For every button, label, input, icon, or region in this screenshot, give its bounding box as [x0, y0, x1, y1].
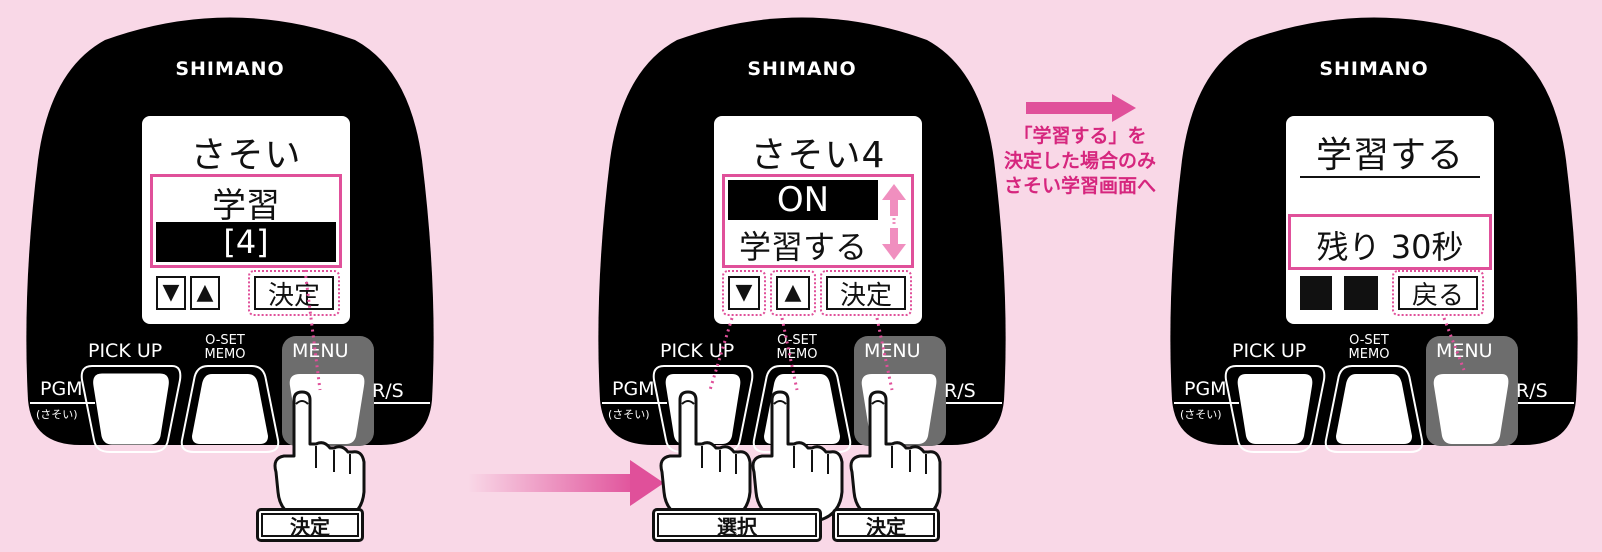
label-rs: R/S	[372, 380, 404, 402]
label-pgm: PGM	[40, 378, 83, 400]
menu-button	[1433, 374, 1509, 444]
label-rs: R/S	[944, 380, 976, 402]
lcd-screen: 学習する 残り 30秒 戻る	[1286, 116, 1494, 324]
softkey-up: ▲	[776, 276, 810, 310]
softkey-decide: 決定	[826, 276, 906, 311]
scroll-arrow-icon	[882, 184, 906, 260]
label-menu: MENU	[864, 340, 921, 362]
softkey-back: 戻る	[1398, 276, 1478, 311]
lcd-screen: さそい4 ON 学習する ▼ ▲ 決定	[714, 116, 922, 324]
label-pick-up: PICK UP	[660, 340, 735, 362]
note-line-3: さそい学習画面へ	[1003, 175, 1156, 197]
note-arrow-icon	[1026, 94, 1136, 122]
down-triangle-icon: ▼	[162, 280, 180, 305]
o-set-memo-button	[192, 374, 268, 444]
step-arrow-icon	[468, 460, 664, 506]
device-body	[1170, 17, 1578, 445]
note-line-2: 決定した場合のみ	[1003, 150, 1156, 172]
brand-logo: SHIMANO	[1319, 58, 1429, 80]
pick-up-button	[665, 374, 741, 444]
softkey-highlight	[248, 270, 340, 316]
softkey-highlight-decide	[820, 270, 912, 316]
screen-title: 学習する	[1315, 135, 1464, 176]
hardware-buttons	[652, 317, 942, 522]
softkey-highlight-up	[770, 270, 816, 316]
softkey-highlight	[1392, 270, 1484, 316]
device-body	[598, 17, 1006, 445]
label-sasoi: (さそい)	[36, 408, 78, 421]
label-pgm: PGM	[612, 378, 655, 400]
down-triangle-icon: ▼	[735, 280, 753, 305]
softkey-decide: 決定	[254, 276, 334, 311]
softkey-down: ▼	[728, 276, 760, 310]
countdown-frame	[1288, 214, 1492, 270]
up-triangle-icon: ▲	[196, 280, 214, 305]
label-rs: R/S	[1516, 380, 1548, 402]
action-label-decide: 決定	[256, 508, 364, 542]
label-sasoi: (さそい)	[1180, 408, 1222, 421]
device-body	[26, 17, 434, 445]
label-pgm: PGM	[1184, 378, 1227, 400]
softkey-up: ▲	[190, 276, 220, 310]
note-text: 「学習する」を 決定した場合のみ さそい学習画面へ	[970, 124, 1190, 199]
lcd-screen: さそい 学習 [4] ▼ ▲ 決定	[142, 116, 350, 324]
softkey-down: ▼	[156, 276, 186, 310]
softkey-blank-2	[1344, 276, 1378, 310]
up-triangle-icon: ▲	[784, 280, 802, 305]
countdown-text: 残り 30秒	[1316, 228, 1464, 266]
pick-up-button	[93, 373, 169, 445]
label-pick-up: PICK UP	[88, 340, 163, 362]
softkey-blank-1	[1300, 276, 1332, 310]
screen-title: さそい4	[750, 135, 886, 176]
option-next: 学習する	[738, 228, 867, 266]
title-divider	[1300, 176, 1480, 178]
option-selected: ON	[728, 180, 878, 220]
o-set-memo-button	[1336, 374, 1412, 444]
pick-up-button	[1237, 374, 1313, 444]
hardware-buttons	[80, 269, 366, 522]
softkey-highlight-down	[722, 270, 766, 316]
label-menu: MENU	[1436, 340, 1493, 362]
label-sasoi: (さそい)	[608, 408, 650, 421]
label-menu: MENU	[292, 340, 349, 362]
brand-logo: SHIMANO	[175, 58, 285, 80]
screen-title: さそい	[190, 135, 302, 176]
label-pick-up: PICK UP	[1232, 340, 1307, 362]
reel-display-2: SHIMANO さそい4 ON 学習する ▼ ▲ 決定 PICK UP O-SE…	[592, 0, 1012, 552]
menu-row-value: [4]	[156, 222, 336, 262]
hardware-buttons	[1224, 317, 1509, 453]
selection-frame	[722, 174, 914, 268]
action-label-decide-2: 決定	[832, 508, 940, 542]
menu-row-label: 学習	[212, 186, 280, 226]
action-label-select: 選択	[652, 508, 822, 542]
selection-frame	[150, 174, 342, 268]
note-line-1: 「学習する」を	[1013, 125, 1147, 147]
brand-logo: SHIMANO	[747, 58, 857, 80]
